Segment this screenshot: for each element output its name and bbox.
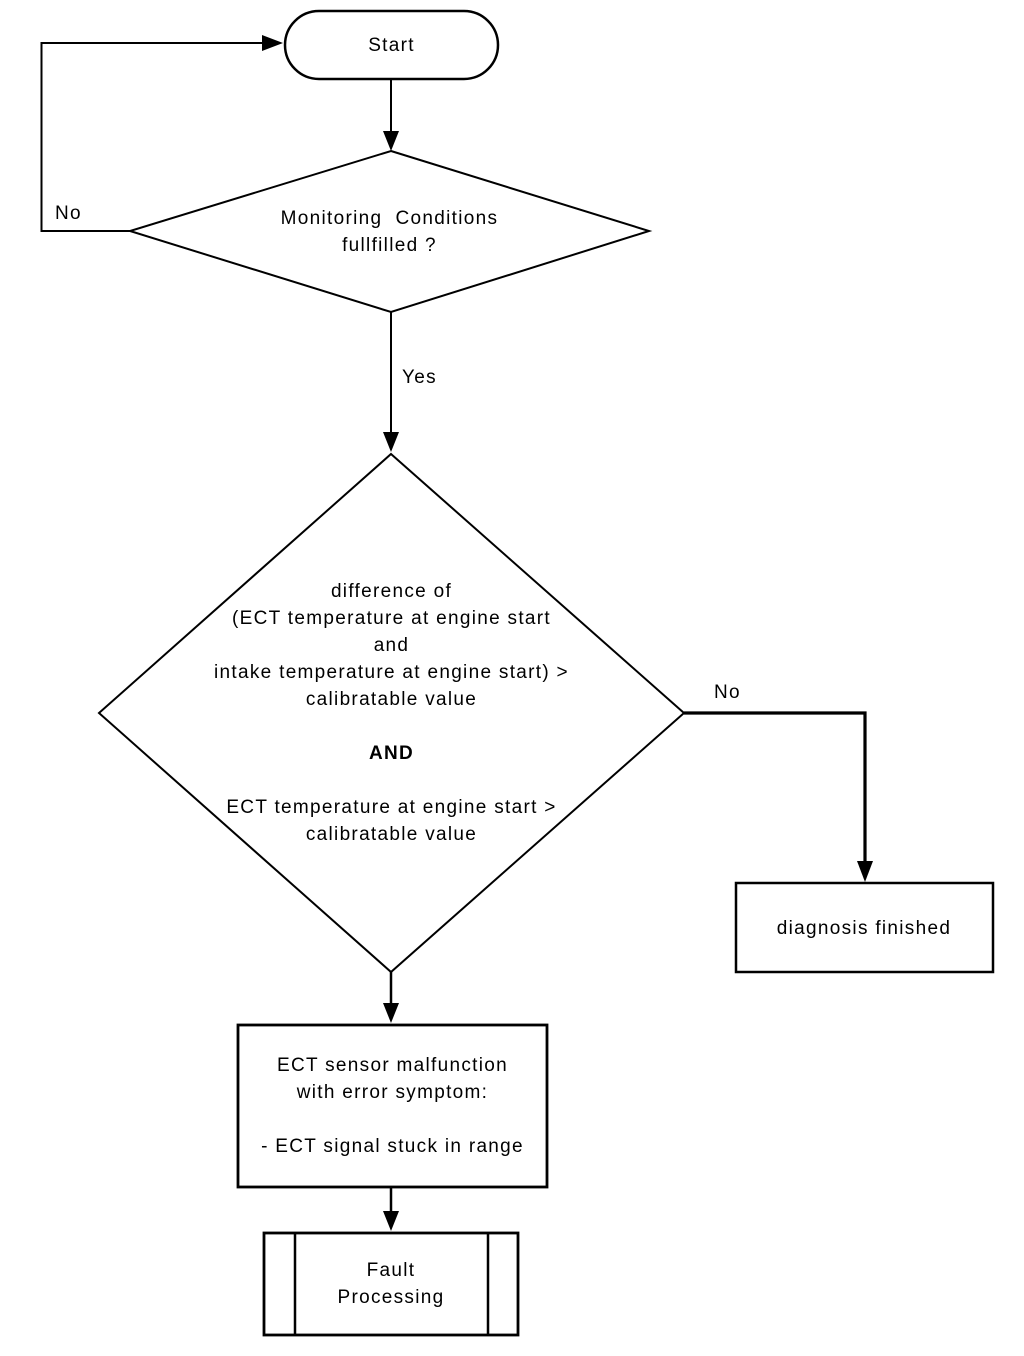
ect-malfunction-box-shape xyxy=(236,1023,549,1189)
condition-label-line: calibratable value xyxy=(305,689,478,710)
monitoring-label-line: Monitoring Conditions xyxy=(280,207,499,229)
start-node: Start xyxy=(284,10,499,80)
condition-label-line: and xyxy=(373,635,410,656)
edge-label-monitoring-no: No xyxy=(55,203,82,224)
diagnosis-finished-label: diagnosis finished xyxy=(776,917,952,939)
condition-label-line: ECT temperature at engine start > xyxy=(226,797,557,818)
diagnosis-finished-box-shape xyxy=(734,881,995,974)
arrowhead-into-fault-icon xyxy=(383,1211,399,1231)
condition-label-and: AND xyxy=(368,743,415,764)
arrowhead-into-monitoring-icon xyxy=(383,131,399,151)
ect-malfunction-node: ECT sensor malfunction with error sympto… xyxy=(237,1024,548,1188)
start-terminator-shape xyxy=(283,9,500,81)
malfunction-label-line: ECT sensor malfunction xyxy=(276,1055,508,1076)
monitoring-label-line: fullfilled ? xyxy=(342,234,437,256)
condition-label-line: intake temperature at engine start) > xyxy=(214,662,569,683)
fault-processing-box-shape xyxy=(262,1231,520,1337)
arrowhead-into-condition-icon xyxy=(383,432,399,452)
monitoring-decision-node: Monitoring Conditions fullfilled ? xyxy=(130,151,649,312)
edge-label-monitoring-yes: Yes xyxy=(402,367,437,388)
fault-processing-label-line: Fault xyxy=(366,1260,416,1281)
arrowhead-into-diagnosis-icon xyxy=(857,861,873,882)
fault-processing-label-line: Processing xyxy=(337,1287,445,1308)
condition-label-line: (ECT temperature at engine start xyxy=(232,608,551,629)
condition-label-line: calibratable value xyxy=(305,824,478,845)
start-label: Start xyxy=(368,34,415,56)
edge-label-condition-no: No xyxy=(714,682,741,703)
arrowhead-into-start-icon xyxy=(262,35,283,51)
condition-decision-node: difference of (ECT temperature at engine… xyxy=(99,454,684,972)
edge-monitoring-no-loop xyxy=(40,42,263,232)
edge-condition-no xyxy=(684,711,867,862)
malfunction-label-line: - ECT signal stuck in range xyxy=(261,1136,524,1157)
diagnosis-finished-node: diagnosis finished xyxy=(735,883,993,973)
malfunction-label-line: with error symptom: xyxy=(296,1082,489,1103)
arrowhead-into-malfunction-icon xyxy=(383,1003,399,1023)
condition-label-line: difference of xyxy=(330,581,453,602)
condition-decision-diamond-shape xyxy=(97,452,686,974)
monitoring-decision-diamond-shape xyxy=(126,149,653,314)
fault-processing-node: Fault Processing xyxy=(263,1232,519,1336)
